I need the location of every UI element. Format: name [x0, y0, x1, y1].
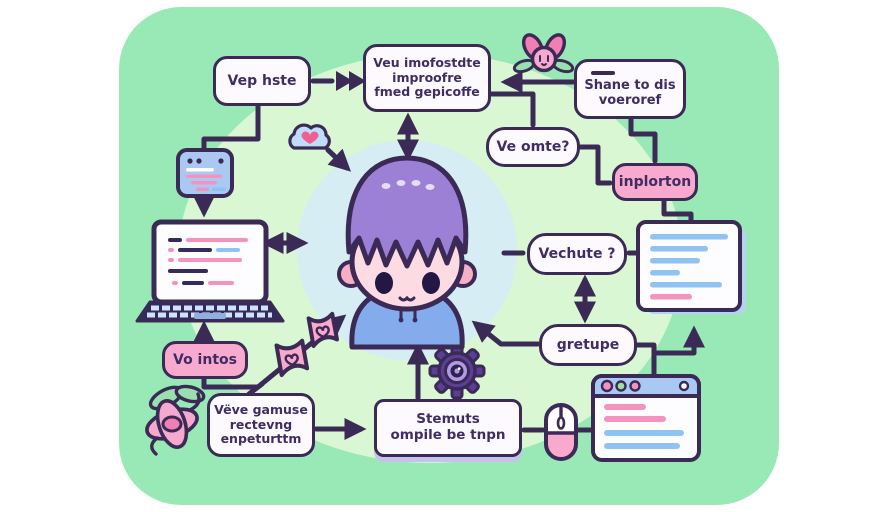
node-label: Vep hste — [227, 72, 297, 89]
node-label-line: ompile be tnpn — [390, 427, 506, 443]
node-label-line: enpeturttm — [220, 431, 302, 447]
node-label-line: fmed gepicoffe — [374, 84, 480, 100]
code-panel-icon — [636, 220, 746, 314]
node-label-line: improofre — [392, 69, 462, 85]
node-label-line: Shane to dis — [584, 77, 676, 93]
node-label: gretupe — [556, 336, 620, 353]
node-label-line: Stemuts — [416, 411, 480, 428]
eye-left — [375, 272, 393, 294]
node-vechute: Vechute ? — [527, 233, 627, 275]
node-label: Vo intos — [173, 351, 237, 368]
node-label-line: Vëve gamuse — [214, 401, 308, 417]
node-ve-omte: Ve omte? — [486, 127, 580, 167]
browser-dot-pink2 — [629, 380, 641, 392]
mouth — [398, 295, 416, 302]
node-vep-hste: Vep hste — [213, 56, 311, 106]
browser-dot-white — [678, 380, 690, 392]
gear-icon — [428, 342, 486, 400]
connector-lines — [201, 91, 694, 433]
node-label: Ve omte? — [496, 138, 570, 155]
connector-gretupe-browser — [634, 342, 657, 378]
mail-flag-icon — [274, 338, 310, 378]
hair-highlights — [381, 180, 435, 190]
connector-vephste-codewindow — [201, 103, 261, 152]
arrow-gretupe-avatar — [471, 320, 541, 347]
hair — [345, 155, 469, 269]
connector-vointos-junction — [201, 376, 261, 390]
flower-blossom-icon — [512, 33, 575, 74]
connector-veomte-inplorton — [577, 144, 613, 186]
browser-window-icon — [591, 374, 701, 462]
node-label: Vechute ? — [538, 245, 616, 262]
laptop-icon — [135, 219, 285, 323]
eye-right — [422, 272, 440, 294]
flower-leaf-icon — [145, 384, 206, 456]
heart-icon — [301, 131, 319, 144]
browser-dot-pink — [600, 379, 614, 393]
node-vevegamuse: Vëve gamuse rectevng enpeturttm — [207, 393, 315, 457]
node-veu-imofostdte: Veu imofostdte improofre fmed gepicoffe — [363, 44, 491, 112]
arrow-cloud-avatar — [325, 147, 351, 172]
node-label-line: rectevng — [229, 416, 293, 432]
node-inplorton: inplorton — [612, 163, 698, 201]
connector-inplorton-codepanel — [661, 198, 694, 224]
arrow-gretupe-codepanel-up — [651, 325, 706, 356]
node-label-line: Veu imofostdte — [373, 54, 481, 70]
boy-avatar — [337, 155, 477, 350]
cloud-heart-icon — [288, 123, 331, 150]
node-vo-intos: Vo intos — [162, 341, 248, 379]
node-stemuts: Stemuts ompile be tnpn — [374, 399, 522, 457]
browser-dot-green — [615, 380, 627, 392]
node-shane-to-dis: Shane to dis voeroref — [574, 59, 686, 119]
code-window-icon — [176, 148, 234, 198]
node-label: inplorton — [618, 173, 692, 190]
double-chevron-2 — [349, 71, 366, 91]
connector-veu-veomte — [488, 91, 536, 128]
node-gretupe: gretupe — [539, 324, 637, 366]
mouse-icon — [544, 403, 578, 461]
connector-shane-inplorton — [628, 116, 658, 164]
mail-flag-icon — [306, 311, 339, 348]
node-label-line: voeroref — [598, 93, 662, 108]
double-chevron-1 — [336, 71, 353, 91]
dash-mark — [591, 71, 615, 75]
